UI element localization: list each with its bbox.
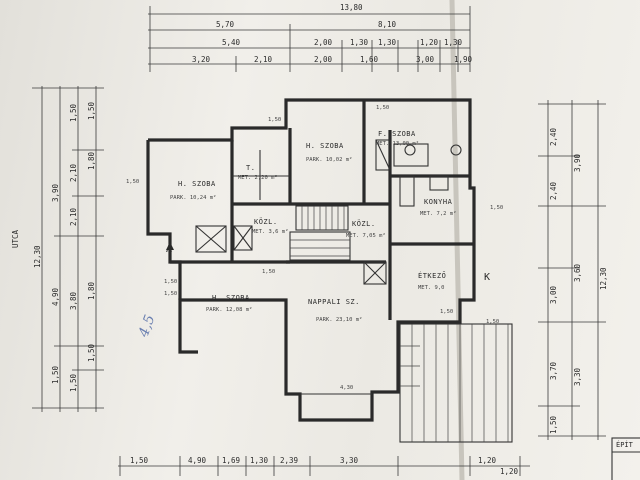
right-dimension: 2,40 xyxy=(549,181,558,200)
room-name: F. SZOBA xyxy=(378,130,416,138)
terrace-hatching xyxy=(399,323,513,443)
stairs xyxy=(289,205,351,261)
entrance-marker: A xyxy=(166,244,173,255)
left-dimension: 1,50 xyxy=(87,343,96,362)
top-dimension-lines xyxy=(148,6,471,72)
top-dimension: 1,20 xyxy=(420,38,439,47)
top-dimension: 2,10 xyxy=(254,55,273,64)
title-stamp-text: ÉPÍT xyxy=(616,441,633,449)
top-dimension: 1,30 xyxy=(444,38,463,47)
room-area: MET. 13,00 m² xyxy=(376,141,420,147)
left-total-dimension: 12,30 xyxy=(33,245,42,268)
left-dimension: 1,50 xyxy=(87,101,96,120)
top-dimension: 5,40 xyxy=(222,38,241,47)
opening-dimension: 1,50 xyxy=(164,291,178,297)
left-dimension: 4,90 xyxy=(51,287,60,306)
right-total-dimension: 12,30 xyxy=(599,267,608,290)
top-dimension: 8,10 xyxy=(378,20,397,29)
top-dimension: 2,00 xyxy=(314,38,333,47)
top-dimension: 3,20 xyxy=(192,55,211,64)
left-dimension: 3,80 xyxy=(69,291,78,310)
opening-dimension: 1,50 xyxy=(126,179,140,185)
room-name: KONYHA xyxy=(424,198,453,206)
room-name: KÖZL. xyxy=(254,218,278,226)
title-stamp-box xyxy=(611,437,640,480)
left-dimension: 1,50 xyxy=(69,103,78,122)
paper-fold xyxy=(449,0,465,480)
kitchen-fixtures xyxy=(393,143,462,207)
top-dimension: 1,30 xyxy=(378,38,397,47)
opening-dimension: 1,50 xyxy=(268,117,282,123)
left-dimension: 1,50 xyxy=(69,373,78,392)
opening-dimension: 1,50 xyxy=(164,279,178,285)
entrance-arrow xyxy=(166,242,174,250)
room-name: H. SZOBA xyxy=(306,142,344,150)
bottom-dimension: 2,39 xyxy=(280,456,299,465)
top-dimension: 3,00 xyxy=(416,55,435,64)
top-dimension: 1,30 xyxy=(350,38,369,47)
left-dimension: 3,90 xyxy=(51,183,60,202)
left-dimension: 2,10 xyxy=(69,163,78,182)
room-name: KÖZL. xyxy=(352,220,376,228)
right-dimension: 3,00 xyxy=(549,285,558,304)
bottom-dimension: 3,30 xyxy=(340,456,359,465)
room-area: PARK. 10,02 m² xyxy=(306,157,353,163)
room-area: MET. 3,6 m² xyxy=(252,229,289,235)
opening-dimension: 1,50 xyxy=(486,319,500,325)
left-dimension-lines xyxy=(32,86,104,412)
room-name: H. SZOBA xyxy=(178,180,216,188)
top-total-dimension: 13,80 xyxy=(340,3,363,12)
opening-dimension: 1,50 xyxy=(490,205,504,211)
room-area: MET. 9,0 xyxy=(418,285,445,291)
bottom-dimension: 4,90 xyxy=(188,456,207,465)
right-dimension: 3,70 xyxy=(549,361,558,380)
right-dimension: 3,60 xyxy=(573,263,582,282)
bottom-dimension: 1,30 xyxy=(250,456,269,465)
side-marker: K xyxy=(484,272,491,283)
bottom-dimension: 1,69 xyxy=(222,456,241,465)
right-dimension: 3,90 xyxy=(573,153,582,172)
left-dimension: 1,80 xyxy=(87,281,96,300)
opening-dimension: 1,50 xyxy=(440,309,454,315)
left-dimension: 1,50 xyxy=(51,365,60,384)
bottom-dimension-lines xyxy=(118,456,530,476)
bottom-dimension: 1,20 xyxy=(478,456,497,465)
room-area: MET. 2,20 m² xyxy=(238,175,278,181)
right-dimension-lines xyxy=(538,100,606,440)
storage-cross-marks xyxy=(195,139,391,285)
bottom-dimension: 1,20 xyxy=(500,467,519,476)
right-dimension: 1,50 xyxy=(549,415,558,434)
room-name: NAPPALI SZ. xyxy=(308,298,360,306)
right-dimension: 3,30 xyxy=(573,367,582,386)
room-area: PARK. 23,10 m² xyxy=(316,317,363,323)
opening-dimension: 1,50 xyxy=(376,105,390,111)
top-dimension: 1,60 xyxy=(360,55,379,64)
room-area: MET. 7,05 m² xyxy=(346,233,386,239)
room-name: T. xyxy=(246,164,256,172)
opening-dimension: 1,50 xyxy=(262,269,276,275)
room-name: H. SZOBA xyxy=(212,294,250,302)
room-name: ÉTKEZŐ xyxy=(418,272,447,280)
left-dimension: 2,10 xyxy=(69,207,78,226)
top-dimension: 2,00 xyxy=(314,55,333,64)
room-area: PARK. 10,24 m² xyxy=(170,195,217,201)
room-area: MET. 7,2 m² xyxy=(420,211,457,217)
opening-dimension: 4,30 xyxy=(340,385,354,391)
top-dimension: 5,70 xyxy=(216,20,235,29)
bottom-dimension: 1,50 xyxy=(130,456,149,465)
left-dimension: 1,80 xyxy=(87,151,96,170)
room-area: PARK. 12,08 m² xyxy=(206,307,253,313)
top-dimension: 1,90 xyxy=(454,55,473,64)
street-label: UTCA xyxy=(11,229,20,248)
handwritten-note: 4,5 xyxy=(135,312,159,340)
right-dimension: 2,40 xyxy=(549,127,558,146)
